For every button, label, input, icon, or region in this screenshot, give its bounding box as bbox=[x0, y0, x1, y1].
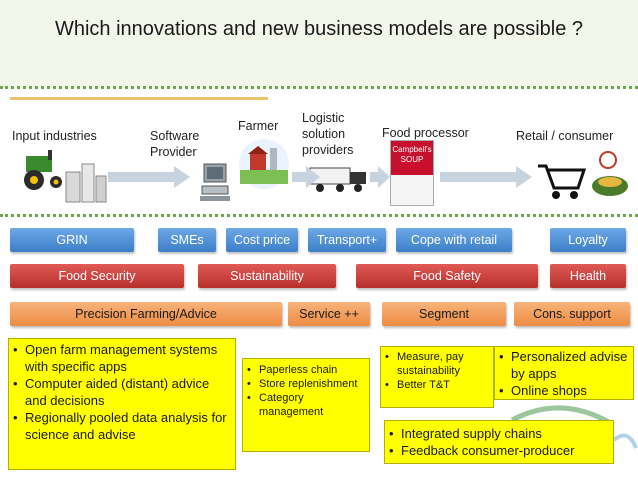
arrow-icon bbox=[292, 166, 320, 188]
pill-sustainability: Sustainability bbox=[198, 264, 336, 288]
arrow-icon bbox=[440, 166, 532, 188]
stage-label-input-industries: Input industries bbox=[12, 128, 97, 144]
page-title: Which innovations and new business model… bbox=[0, 18, 638, 41]
box3-item: Measure, pay sustainability bbox=[383, 350, 491, 378]
box-integrated-chains: Integrated supply chains Feedback consum… bbox=[384, 420, 614, 464]
middle-dotted-divider bbox=[0, 214, 638, 217]
pill-transport: Transport+ bbox=[308, 228, 386, 252]
box1-item: Computer aided (distant) advice and deci… bbox=[11, 375, 233, 409]
box-logistics: Paperless chain Store replenishment Cate… bbox=[242, 358, 370, 452]
pill-loyalty: Loyalty bbox=[550, 228, 626, 252]
arrow-icon bbox=[370, 166, 390, 188]
box5-item: Feedback consumer-producer bbox=[387, 442, 611, 459]
box4-item: Personalized advise by apps bbox=[497, 348, 631, 382]
stage-label-logistic: Logistic solution providers bbox=[302, 110, 372, 158]
can-label: Campbell's SOUP bbox=[391, 141, 433, 175]
top-dotted-divider bbox=[0, 86, 638, 89]
pill-cost-price: Cost price bbox=[226, 228, 298, 252]
box-consumer-support: Personalized advise by apps Online shops bbox=[494, 346, 634, 400]
box4-item: Online shops bbox=[497, 382, 631, 399]
box-precision-farming: Open farm management systems with specif… bbox=[8, 338, 236, 470]
arrow-icon bbox=[108, 166, 190, 188]
farm-icon bbox=[236, 138, 292, 190]
stage-label-farmer: Farmer bbox=[238, 118, 278, 134]
tractor-icon bbox=[12, 148, 108, 210]
pill-cons-support: Cons. support bbox=[514, 302, 630, 326]
title-band bbox=[0, 0, 638, 88]
box2-item: Paperless chain bbox=[245, 363, 367, 377]
pill-service: Service ++ bbox=[288, 302, 370, 326]
pill-health: Health bbox=[550, 264, 626, 288]
stage-label-food-processor: Food processor bbox=[382, 125, 469, 141]
box2-item: Category management bbox=[245, 391, 367, 419]
box5-item: Integrated supply chains bbox=[387, 425, 611, 442]
pill-cope-with-retail: Cope with retail bbox=[396, 228, 512, 252]
stage-label-retail-consumer: Retail / consumer bbox=[516, 128, 613, 144]
gold-rule bbox=[10, 97, 268, 100]
box3-item: Better T&T bbox=[383, 378, 491, 392]
pill-grin: GRIN bbox=[10, 228, 134, 252]
box2-item: Store replenishment bbox=[245, 377, 367, 391]
box1-item: Regionally pooled data analysis for scie… bbox=[11, 409, 233, 443]
pill-segment: Segment bbox=[382, 302, 506, 326]
soup-can-icon: Campbell's SOUP bbox=[390, 140, 434, 206]
pill-precision-farming: Precision Farming/Advice bbox=[10, 302, 282, 326]
pill-smes: SMEs bbox=[158, 228, 216, 252]
box-segment: Measure, pay sustainability Better T&T bbox=[380, 346, 494, 408]
stage-label-software-provider: Software Provider bbox=[150, 128, 215, 160]
pill-food-security: Food Security bbox=[10, 264, 184, 288]
pill-food-safety: Food Safety bbox=[356, 264, 538, 288]
box1-item: Open farm management systems with specif… bbox=[11, 341, 233, 375]
shopping-cart-icon bbox=[534, 148, 632, 204]
computer-icon bbox=[198, 160, 234, 204]
